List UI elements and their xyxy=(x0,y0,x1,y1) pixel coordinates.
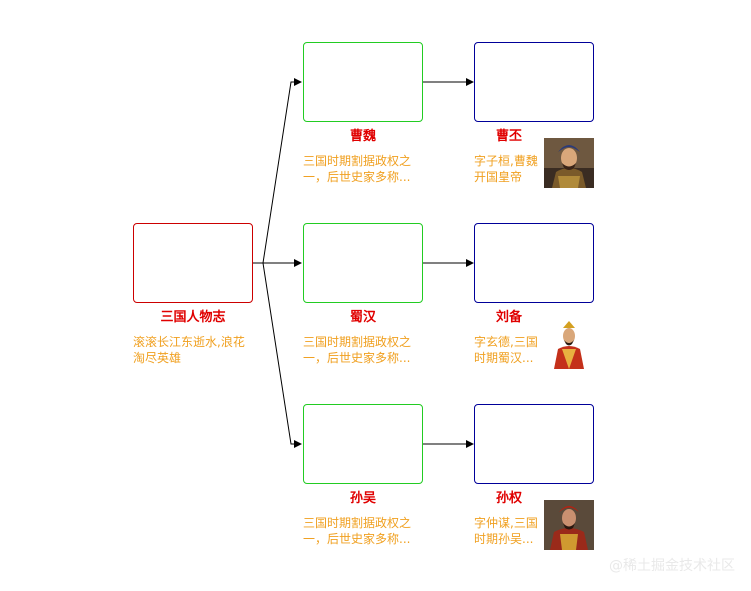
sunquan-portrait-icon xyxy=(544,500,594,550)
edge-root-to-wei xyxy=(253,78,302,264)
ruler-node-liubei[interactable] xyxy=(474,223,594,303)
kingdom-node-wei[interactable] xyxy=(303,42,423,122)
ruler-node-caopi[interactable] xyxy=(474,42,594,122)
kingdom-title-wu: 孙吴 xyxy=(349,491,376,506)
ruler-desc-sunquan: 字仲谋,三国时期孙吴... xyxy=(474,516,538,546)
root-node[interactable] xyxy=(133,223,253,303)
root-desc: 滚滚长江东逝水,浪花淘尽英雄 xyxy=(133,335,245,365)
watermark: @稀土掘金技术社区 xyxy=(609,558,735,574)
ruler-node-sunquan[interactable] xyxy=(474,404,594,484)
kingdom-desc-wu: 三国时期割据政权之一，后世史家多称... xyxy=(303,516,412,546)
root-title: 三国人物志 xyxy=(160,310,226,325)
liubei-portrait-icon xyxy=(544,319,594,369)
kingdom-title-shu: 蜀汉 xyxy=(349,310,376,325)
ruler-title-sunquan: 孙权 xyxy=(495,491,522,506)
ruler-title-caopi: 曹丕 xyxy=(495,129,522,144)
kingdom-node-shu[interactable] xyxy=(303,223,423,303)
kingdom-title-wei: 曹魏 xyxy=(349,129,376,144)
kingdom-desc-wei: 三国时期割据政权之一，后世史家多称... xyxy=(303,154,412,184)
edge-root-to-wu xyxy=(253,262,302,448)
ruler-desc-liubei: 字玄德,三国时期蜀汉... xyxy=(474,335,538,365)
ruler-desc-caopi: 字子桓,曹魏开国皇帝 xyxy=(474,154,538,184)
kingdom-node-wu[interactable] xyxy=(303,404,423,484)
caopi-portrait-icon xyxy=(544,138,594,188)
kingdom-desc-shu: 三国时期割据政权之一，后世史家多称... xyxy=(303,335,412,365)
ruler-title-liubei: 刘备 xyxy=(495,310,522,325)
